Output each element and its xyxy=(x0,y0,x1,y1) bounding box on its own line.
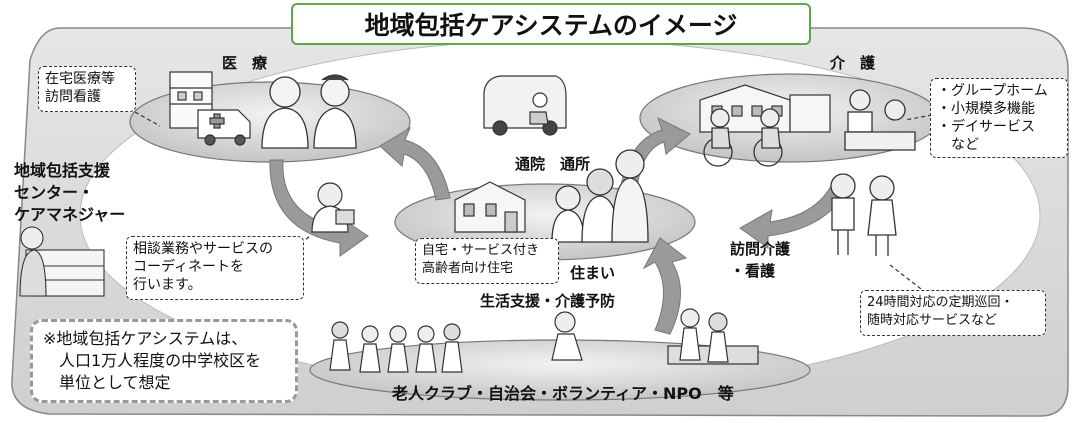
arrow-community-to-housing xyxy=(642,237,688,335)
callout-line: 自宅・サービス付き xyxy=(422,243,540,258)
callout-line: 行います。 xyxy=(133,277,202,293)
care-services-callout: ・グループホーム ・小規模多機能 ・デイサービス など xyxy=(930,78,1068,158)
callout-line: ・グループホーム xyxy=(937,83,1048,99)
arrow-housing-to-medical xyxy=(379,126,451,201)
van-illustration xyxy=(483,75,567,136)
center-label: 地域包括支援 センター・ ケアマネジャー xyxy=(14,160,125,226)
wheelchair-illustration xyxy=(703,108,783,167)
commute-label: 通院 通所 xyxy=(515,155,591,173)
diagram-title: 地域包括ケアシステムのイメージ xyxy=(291,3,811,45)
support-label: 生活支援・介護予防 xyxy=(480,292,616,310)
callout-line: 訪問看護 xyxy=(45,89,101,105)
bathing-illustration xyxy=(844,89,916,151)
callout-line: 在宅医療等 xyxy=(45,71,115,87)
callout-line: 随時対応サービスなど xyxy=(867,313,998,328)
consultant-illustration xyxy=(311,182,355,233)
house-illustration xyxy=(454,181,526,233)
housing-types-callout: 自宅・サービス付き 高齢者向け住宅 xyxy=(415,238,559,284)
home-care-staff-illustration xyxy=(830,173,897,256)
scope-note: ※地域包括ケアシステムは、 人口1万人程度の中学校区を 単位として想定 xyxy=(30,319,298,403)
callout-line: 24時間対応の定期巡回・ xyxy=(867,295,1014,310)
housing-label: 住まい xyxy=(570,264,616,282)
home-care-line-1: 訪問介護 xyxy=(730,240,791,258)
note-line-1: ※地域包括ケアシステムは、 xyxy=(43,329,248,348)
callout-line: ・小規模多機能 xyxy=(937,101,1035,117)
center-building-illustration xyxy=(19,226,105,297)
medical-services-callout: 在宅医療等 訪問看護 xyxy=(38,66,136,112)
note-line-3: 単位として想定 xyxy=(59,373,171,392)
callout-line: 高齢者向け住宅 xyxy=(422,261,514,276)
community-people-illustration xyxy=(329,308,759,373)
center-line-3: ケアマネジャー xyxy=(14,205,126,224)
center-role-callout: 相談業務やサービスの コーディネートを 行います。 xyxy=(126,236,304,300)
doctors-illustration xyxy=(261,74,357,149)
ambulance-illustration xyxy=(197,109,251,146)
callout-line: ・デイサービス xyxy=(937,119,1035,135)
home-care-detail-callout: 24時間対応の定期巡回・ 随時対応サービスなど xyxy=(860,290,1046,336)
callout-line: コーディネートを xyxy=(133,259,245,275)
center-line-2: センター・ xyxy=(14,183,95,202)
callout-line: など xyxy=(937,137,979,153)
family-illustration xyxy=(551,149,649,243)
callout-line: 相談業務やサービスの xyxy=(133,241,273,257)
home-care-line-2: ・看護 xyxy=(730,262,776,280)
center-line-1: 地域包括支援 xyxy=(14,161,111,180)
note-line-2: 人口1万人程度の中学校区を xyxy=(59,351,262,370)
home-care-label: 訪問介護 ・看護 xyxy=(730,238,790,282)
medical-label: 医 療 xyxy=(222,54,268,72)
community-label: 老人クラブ・自治会・ボランティア・NPO 等 xyxy=(392,384,734,403)
care-label: 介 護 xyxy=(830,54,876,72)
